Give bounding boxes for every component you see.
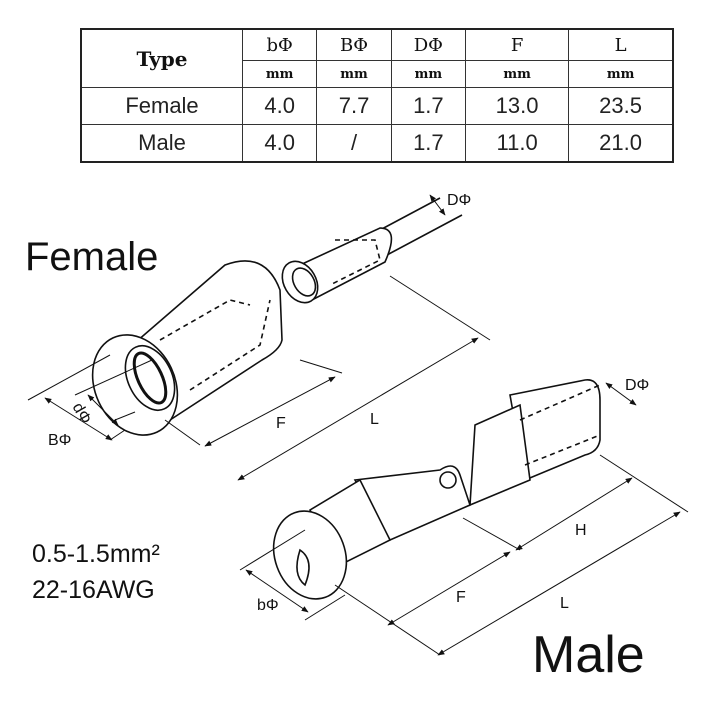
- male-dim-L: L: [560, 595, 569, 612]
- col-header-F: F: [465, 28, 570, 61]
- female-dim-F: F: [276, 415, 286, 432]
- unit-cell: mm: [390, 60, 467, 88]
- wire-range-awg: 22-16AWG: [32, 576, 155, 604]
- female-dim-D: DΦ: [447, 192, 471, 209]
- unit-cell: mm: [316, 60, 392, 88]
- wire-range-mm: 0.5-1.5mm²: [32, 540, 160, 568]
- female-label: Female: [25, 235, 159, 279]
- male-dim-F: F: [456, 589, 466, 606]
- male-dim-D: DΦ: [625, 377, 649, 394]
- col-header-B: BΦ: [316, 28, 392, 61]
- cell-value: 4.0: [241, 87, 318, 125]
- col-header-b: bΦ: [241, 28, 318, 61]
- col-header-D: DΦ: [390, 28, 467, 61]
- cell-value: /: [316, 124, 392, 163]
- row-type: Female: [80, 87, 243, 125]
- male-connector-drawing: [272, 379, 601, 600]
- table-row-male: Male 4.0 / 1.7 11.0 21.0: [80, 124, 674, 163]
- cell-value: 1.7: [390, 87, 467, 125]
- cell-value: 1.7: [390, 124, 467, 163]
- spec-table: Type bΦ BΦ DΦ F L mm mm mm mm mm Female …: [80, 28, 674, 163]
- cell-value: 7.7: [316, 87, 392, 125]
- female-dimension-lines: [27, 194, 491, 481]
- table-row-female: Female 4.0 7.7 1.7 13.0 23.5: [80, 87, 674, 125]
- cell-value: 23.5: [568, 87, 674, 125]
- female-dim-L: L: [370, 411, 379, 428]
- male-dimension-lines: [239, 382, 689, 656]
- cell-value: 13.0: [465, 87, 570, 125]
- male-dim-b: bΦ: [257, 597, 279, 614]
- unit-cell: mm: [568, 60, 674, 88]
- male-dim-H: H: [575, 522, 587, 539]
- female-dim-B: BΦ: [48, 432, 71, 449]
- row-type: Male: [80, 124, 243, 163]
- female-dim-d: dΦ: [69, 400, 95, 427]
- cell-value: 21.0: [568, 124, 674, 163]
